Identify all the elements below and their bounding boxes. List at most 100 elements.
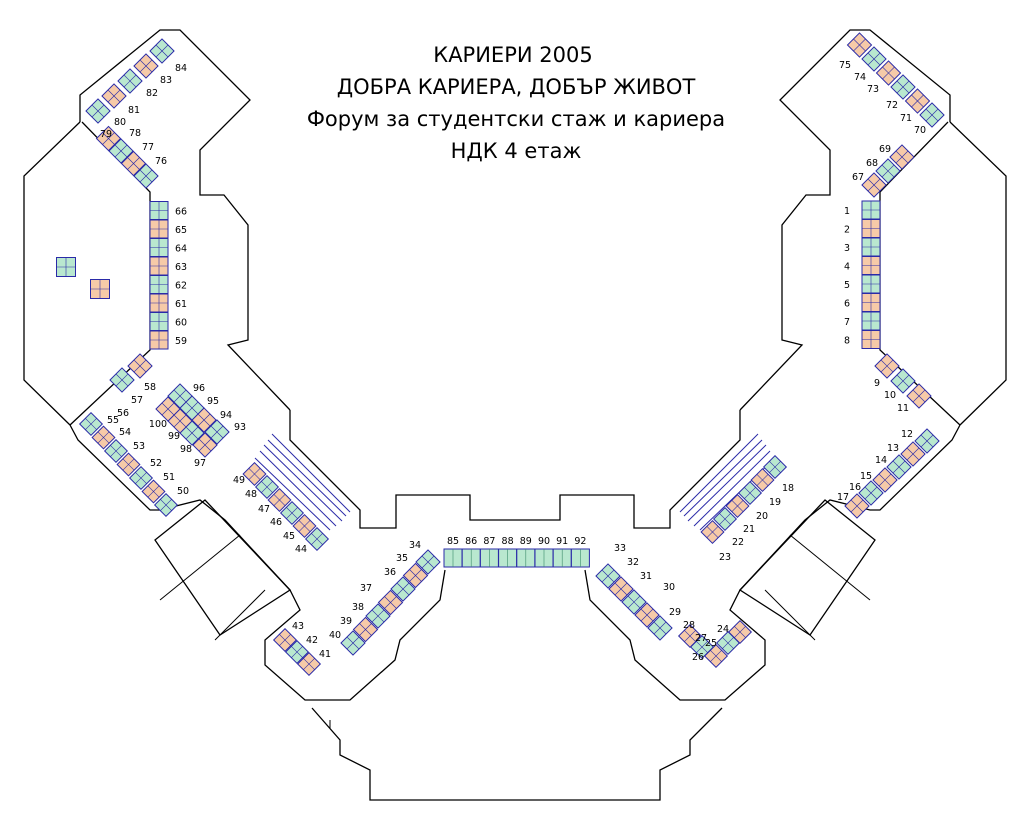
booth-number: 78 bbox=[129, 128, 141, 139]
booth-number: 27 bbox=[695, 633, 707, 644]
booth-number: 88 bbox=[502, 536, 514, 547]
booth-number: 74 bbox=[854, 72, 866, 83]
booth-44 bbox=[304, 526, 330, 552]
title-line-2: ДОБРА КАРИЕРА, ДОБЪР ЖИВОТ bbox=[337, 75, 696, 99]
booth-number: 5 bbox=[844, 280, 850, 291]
title-line-1: КАРИЕРИ 2005 bbox=[433, 43, 592, 67]
booth-number: 3 bbox=[844, 243, 850, 254]
booth-68 bbox=[875, 158, 901, 184]
booth-number: 98 bbox=[180, 444, 192, 455]
booth-number: 91 bbox=[556, 536, 568, 547]
booth-76 bbox=[133, 163, 159, 189]
booth-loose-green bbox=[56, 257, 76, 277]
booth-number: 43 bbox=[292, 621, 304, 632]
booth-10 bbox=[890, 368, 916, 394]
booth-number: 22 bbox=[732, 537, 744, 548]
booth-number: 97 bbox=[194, 458, 206, 469]
booth-67 bbox=[861, 172, 887, 198]
booth-93 bbox=[204, 419, 230, 445]
booth-number: 69 bbox=[879, 144, 891, 155]
booth-number: 52 bbox=[150, 458, 162, 469]
booth-number: 94 bbox=[220, 410, 232, 421]
booth-6 bbox=[861, 293, 881, 312]
booth-56 bbox=[78, 411, 104, 437]
booth-32 bbox=[608, 576, 634, 602]
booth-number: 48 bbox=[245, 489, 257, 500]
booth-20 bbox=[737, 480, 763, 506]
booth-number: 31 bbox=[640, 571, 652, 582]
booth-number: 24 bbox=[717, 624, 729, 635]
booth-65 bbox=[149, 219, 169, 239]
booth-13 bbox=[900, 441, 926, 467]
booth-number: 1 bbox=[844, 206, 850, 217]
booth-number: 7 bbox=[844, 317, 850, 328]
booth-number: 51 bbox=[163, 472, 175, 483]
booth-64 bbox=[149, 238, 169, 257]
booth-number: 60 bbox=[175, 318, 187, 329]
booth-37 bbox=[377, 589, 404, 616]
booth-84 bbox=[149, 38, 175, 64]
booth-number: 54 bbox=[119, 427, 131, 438]
booth-4 bbox=[861, 256, 881, 275]
booth-21 bbox=[725, 493, 750, 519]
booth-66 bbox=[149, 201, 169, 220]
booth-number: 36 bbox=[384, 567, 396, 578]
booth-number: 61 bbox=[175, 299, 187, 310]
booth-number: 95 bbox=[207, 396, 219, 407]
booth-number: 8 bbox=[844, 336, 850, 347]
booth-number: 80 bbox=[114, 117, 126, 128]
booth-number: 93 bbox=[234, 422, 246, 433]
booth-number: 57 bbox=[131, 395, 143, 406]
booth-number: 46 bbox=[270, 517, 282, 528]
booth-number: 65 bbox=[175, 225, 187, 236]
booth-number: 84 bbox=[175, 63, 187, 74]
booth-number: 34 bbox=[409, 540, 421, 551]
booth-100 bbox=[155, 396, 181, 422]
booth-number: 68 bbox=[866, 158, 878, 169]
booth-61 bbox=[149, 293, 169, 313]
booth-number: 15 bbox=[860, 471, 872, 482]
booth-number: 12 bbox=[901, 429, 913, 440]
booth-28 bbox=[677, 623, 703, 649]
booth-number: 62 bbox=[175, 281, 187, 292]
booth-number: 71 bbox=[900, 113, 912, 124]
booth-number: 10 bbox=[884, 390, 896, 401]
booth-number: 20 bbox=[756, 511, 768, 522]
booth-75 bbox=[846, 32, 873, 58]
booth-8 bbox=[861, 330, 881, 349]
booth-52 bbox=[128, 465, 154, 491]
booth-42 bbox=[284, 639, 310, 665]
booth-38 bbox=[365, 603, 391, 629]
booth-80 bbox=[85, 98, 111, 124]
booth-45 bbox=[292, 513, 317, 539]
booth-17 bbox=[844, 493, 870, 519]
booth-number: 82 bbox=[146, 88, 158, 99]
booth-number: 39 bbox=[340, 616, 352, 627]
booth-83 bbox=[133, 53, 159, 79]
booth-number: 2 bbox=[844, 225, 850, 236]
stairs-right bbox=[679, 433, 776, 531]
booth-number: 96 bbox=[193, 383, 205, 394]
booth-43 bbox=[272, 627, 298, 653]
booth-77 bbox=[120, 150, 147, 177]
booth-30 bbox=[634, 602, 660, 628]
booth-63 bbox=[149, 256, 169, 276]
booth-number: 90 bbox=[538, 536, 550, 547]
booth-number: 63 bbox=[175, 262, 187, 273]
booth-25 bbox=[715, 630, 741, 656]
booth-number: 100 bbox=[149, 419, 167, 430]
booth-39 bbox=[352, 616, 379, 643]
booth-number: 56 bbox=[117, 408, 129, 419]
title-line-3: Форум за студентски стаж и кариера bbox=[307, 107, 725, 131]
booth-number: 83 bbox=[160, 75, 172, 86]
booth-73 bbox=[875, 60, 902, 86]
booth-number: 30 bbox=[663, 582, 675, 593]
booth-layer bbox=[56, 32, 945, 677]
booth-31 bbox=[621, 589, 647, 615]
booth-number: 13 bbox=[887, 443, 899, 454]
booth-12 bbox=[914, 428, 940, 454]
booth-number: 86 bbox=[465, 536, 477, 547]
booth-74 bbox=[861, 46, 887, 72]
booth-16 bbox=[858, 480, 884, 506]
booth-14 bbox=[886, 454, 912, 480]
